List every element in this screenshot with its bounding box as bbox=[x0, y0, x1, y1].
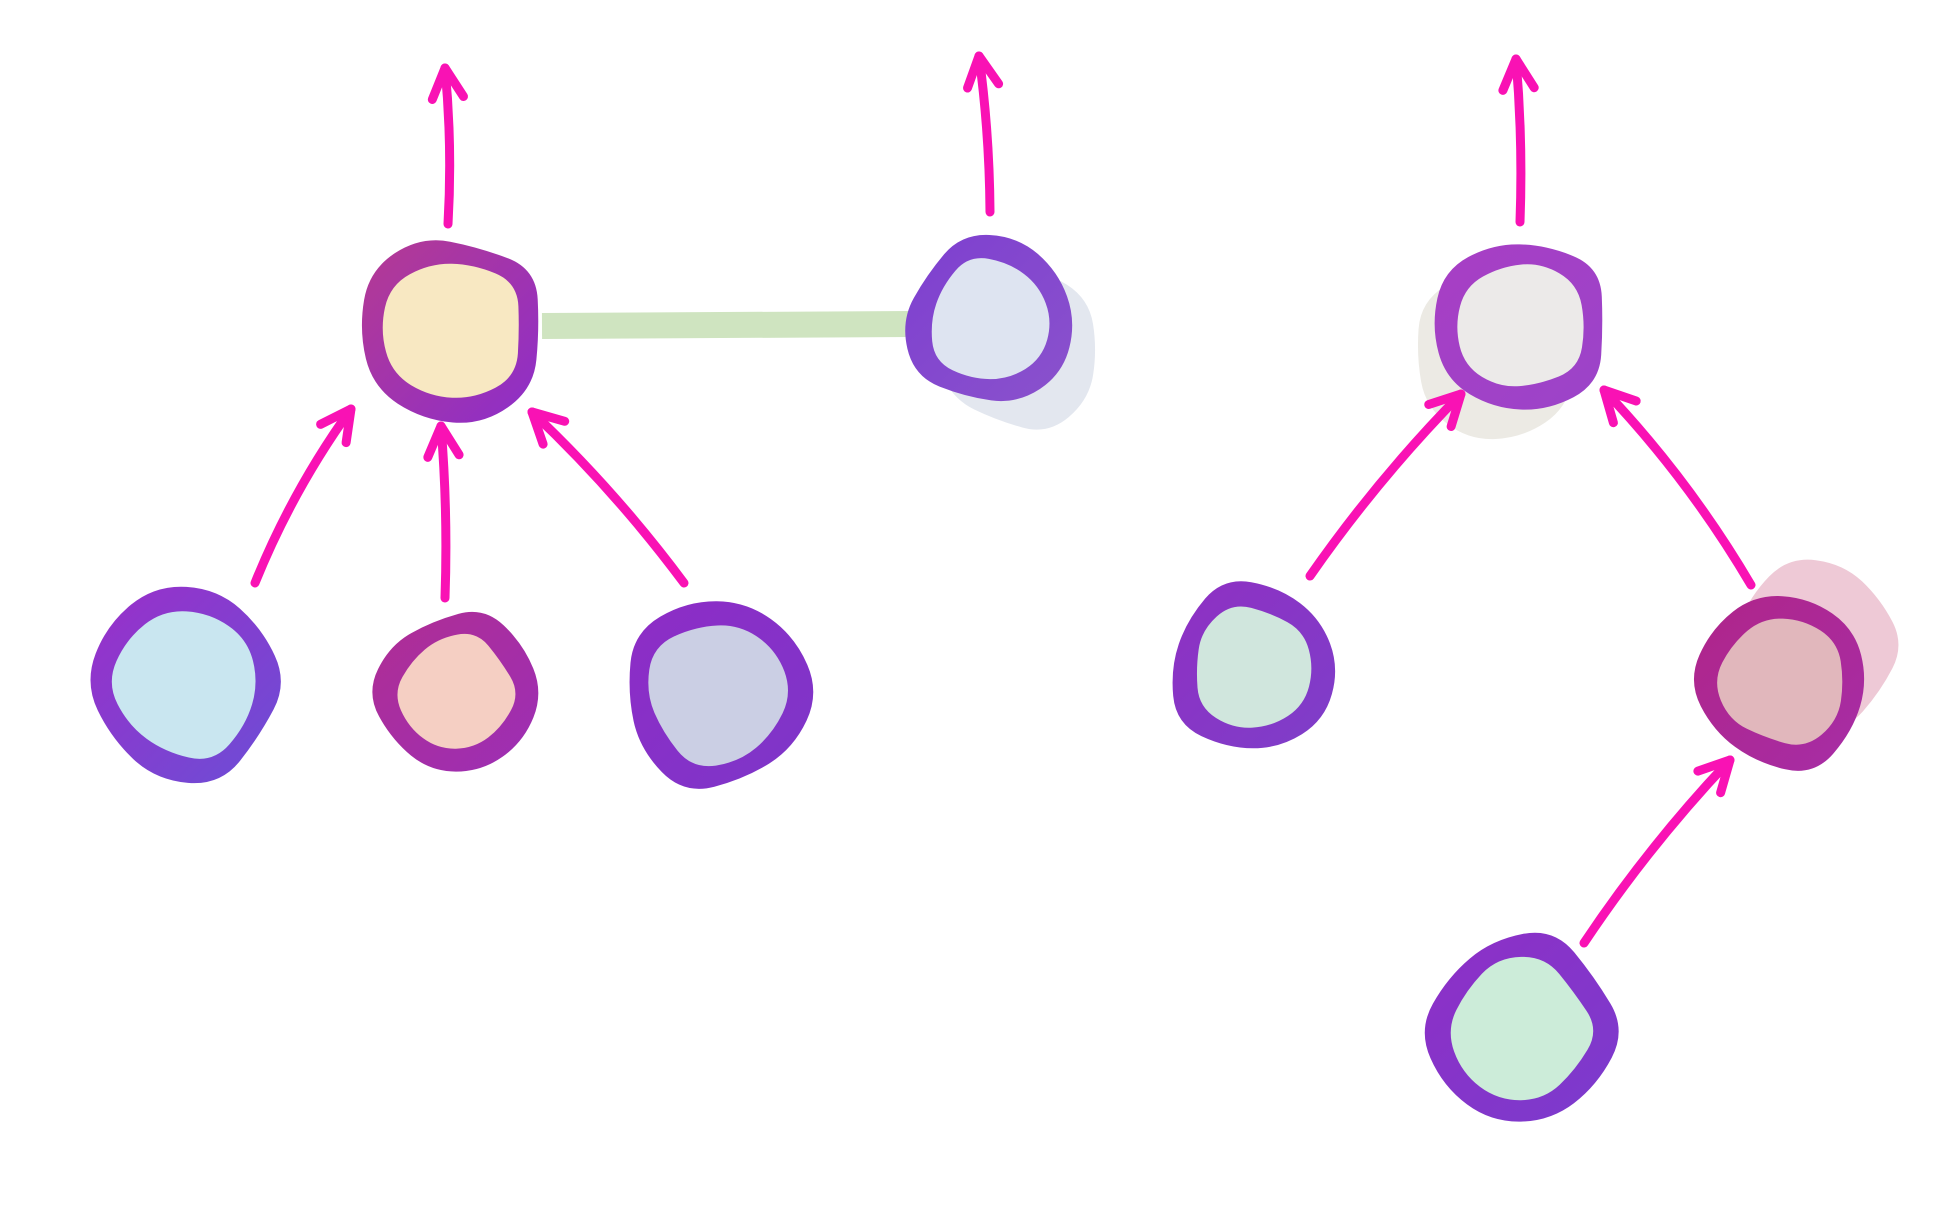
arrow-head-left-partner-up bbox=[963, 51, 1004, 93]
arrow-shaft-right-child-2-to-parent bbox=[1599, 385, 1756, 590]
node-left-child-3 bbox=[629, 601, 814, 789]
arrow-shaft-left-partner-up bbox=[974, 51, 995, 217]
arrow-shaft-left-child-3-to-parent bbox=[527, 407, 689, 588]
arrow-right-parent-up bbox=[1498, 54, 1539, 227]
node-fill-right-child-1 bbox=[1196, 606, 1312, 728]
node-right-child-1 bbox=[1172, 581, 1336, 749]
arrow-left-child-3-to-parent bbox=[527, 407, 689, 588]
node-fill-right-child-2 bbox=[1717, 618, 1843, 745]
node-fill-right-parent bbox=[1457, 264, 1584, 387]
arrow-shaft-left-child-1-to-parent bbox=[250, 404, 356, 588]
node-fill-left-parent bbox=[382, 263, 519, 398]
arrow-left-parent-up bbox=[427, 63, 468, 229]
arrow-left-partner-up bbox=[963, 51, 1004, 217]
arrow-shaft-right-child-1-to-parent bbox=[1305, 389, 1466, 581]
arrow-left-child-1-to-parent bbox=[250, 404, 356, 588]
node-fill-left-child-3 bbox=[648, 625, 788, 767]
node-right-child-2 bbox=[1693, 596, 1865, 771]
arrow-grandchild-to-child-2 bbox=[1579, 755, 1735, 948]
node-fill-left-partner bbox=[931, 258, 1050, 380]
arrow-shaft-left-child-2-to-parent bbox=[436, 421, 451, 603]
node-left-parent bbox=[361, 240, 539, 423]
arrow-head-right-child-1-to-parent bbox=[1424, 389, 1466, 431]
link-partner-link bbox=[541, 311, 914, 339]
node-fill-left-child-1 bbox=[111, 611, 256, 759]
arrow-head-right-child-2-to-parent bbox=[1599, 385, 1641, 428]
arrow-head-left-parent-up bbox=[427, 63, 468, 104]
node-left-partner bbox=[905, 234, 1073, 402]
node-left-child-2 bbox=[372, 611, 539, 772]
arrow-shaft-right-parent-up bbox=[1511, 54, 1526, 227]
node-fill-left-child-2 bbox=[397, 633, 516, 749]
arrow-right-child-2-to-parent bbox=[1599, 385, 1756, 590]
arrow-head-right-parent-up bbox=[1498, 54, 1539, 95]
node-right-parent bbox=[1434, 244, 1603, 410]
arrow-shaft-left-parent-up bbox=[440, 63, 455, 229]
node-right-grandchild bbox=[1424, 932, 1619, 1122]
arrow-head-left-child-2-to-parent bbox=[423, 421, 464, 462]
arrow-head-left-child-1-to-parent bbox=[316, 404, 356, 448]
node-fill-right-grandchild bbox=[1450, 956, 1594, 1101]
node-left-child-1 bbox=[90, 586, 281, 784]
arrow-left-child-2-to-parent bbox=[423, 421, 464, 603]
arrow-head-grandchild-to-child-2 bbox=[1693, 755, 1735, 798]
arrow-right-child-1-to-parent bbox=[1305, 389, 1466, 581]
arrow-head-left-child-3-to-parent bbox=[527, 407, 570, 449]
arrow-shaft-grandchild-to-child-2 bbox=[1579, 755, 1735, 948]
